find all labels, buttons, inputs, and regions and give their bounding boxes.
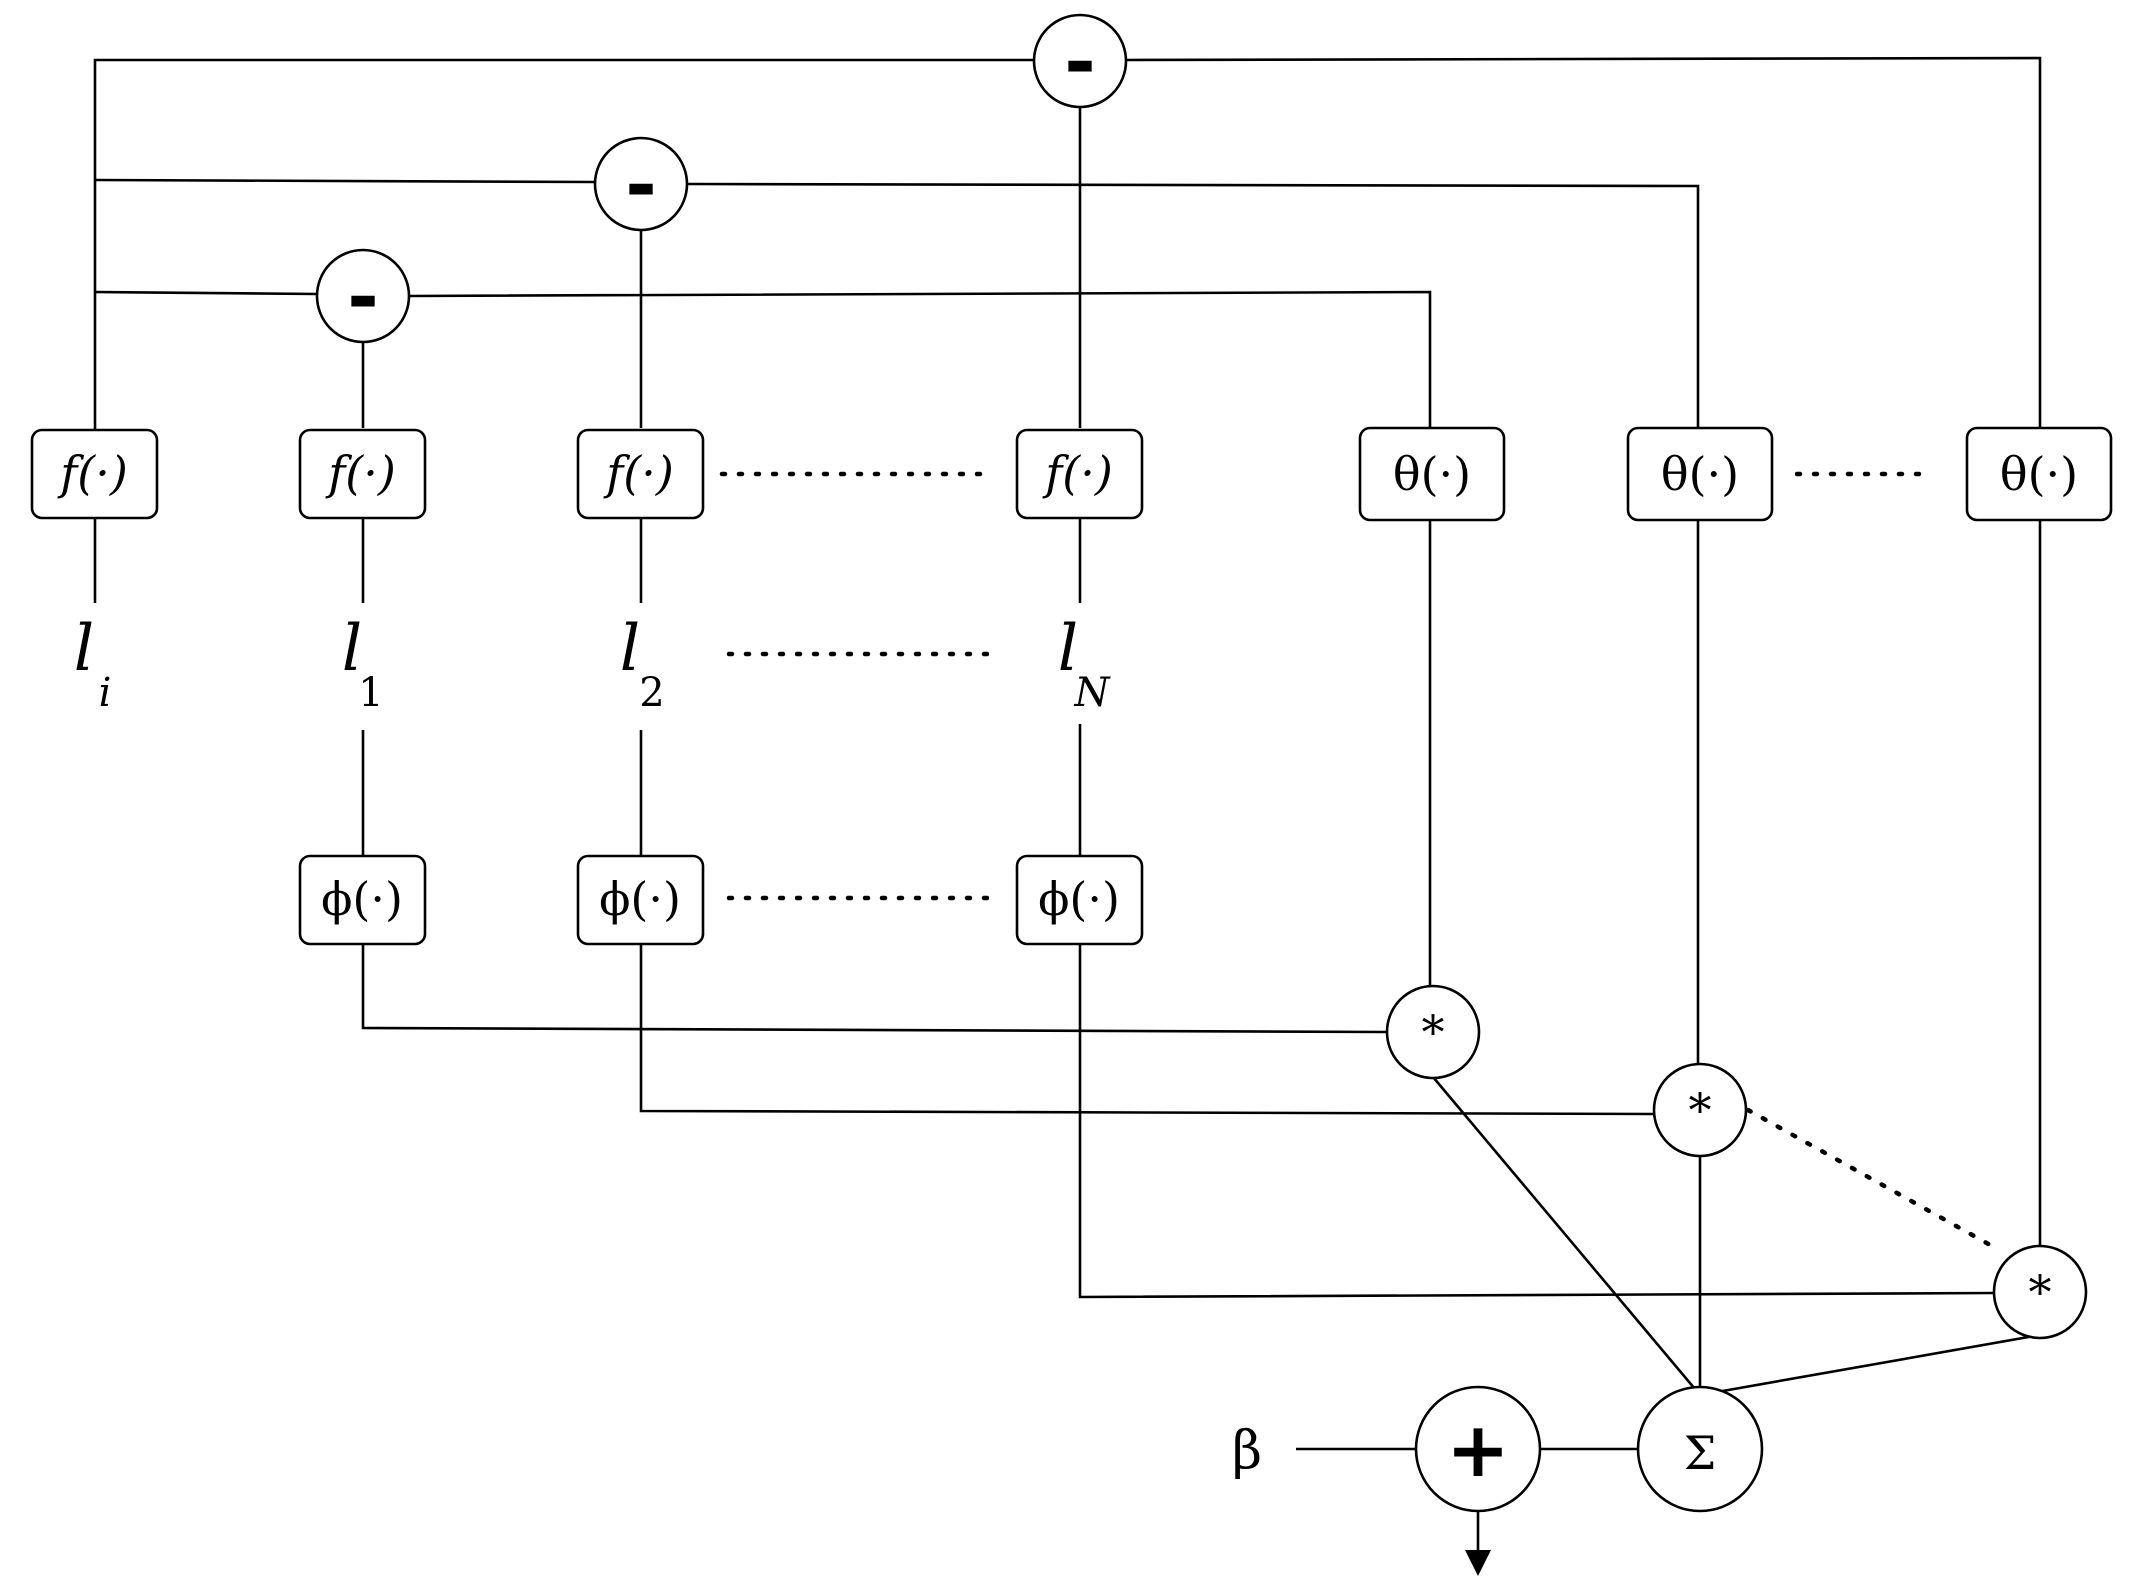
phi-box-1: ϕ(·): [298, 854, 427, 946]
f-box-i: f(·): [30, 428, 159, 520]
minus-label: -: [347, 252, 379, 341]
f-box-2: f(·): [576, 428, 705, 520]
input-symbol: l: [342, 612, 362, 686]
f-to-input-wires: [93, 518, 1082, 603]
multiply-node-n: *: [1992, 1244, 2088, 1340]
input-l-1: l 1: [342, 612, 384, 716]
f-label: f(·): [603, 446, 674, 500]
phi-label: ϕ(·): [599, 872, 681, 926]
f-label: f(·): [325, 446, 396, 500]
phi-box-n: ϕ(·): [1015, 854, 1144, 946]
phi-box-2: ϕ(·): [576, 854, 705, 946]
input-l-i: l i: [74, 612, 112, 716]
multiply-label: *: [2029, 1265, 2052, 1319]
multiply-label: *: [1689, 1083, 1712, 1137]
input-symbol: l: [1058, 612, 1078, 686]
continuation-dots: [719, 471, 1995, 1249]
sum-node: Σ: [1636, 1385, 1764, 1513]
subtract-node-middle: -: [593, 136, 689, 232]
input-symbol: l: [620, 612, 640, 686]
bias-label: β: [1232, 1421, 1262, 1481]
theta-box-1: θ(·): [1358, 426, 1506, 522]
minus-label: -: [625, 140, 657, 229]
f-label: f(·): [57, 446, 128, 500]
subtraction-wires: [93, 56, 2042, 430]
theta-label: θ(·): [1661, 447, 1739, 501]
multiply-label: *: [1422, 1005, 1445, 1059]
input-subscript: i: [99, 670, 112, 716]
minus-label: -: [1064, 17, 1096, 106]
theta-to-multiplier-wires: [1428, 520, 2042, 1250]
input-l-n: l N: [1058, 612, 1112, 716]
sum-label: Σ: [1684, 1426, 1717, 1480]
input-l-2: l 2: [620, 612, 665, 716]
f-box-1: f(·): [298, 428, 427, 520]
input-to-phi-wires: [361, 724, 1082, 856]
phi-label: ϕ(·): [1038, 872, 1120, 926]
plus-label: +: [1446, 1405, 1510, 1494]
theta-label: θ(·): [2000, 447, 2078, 501]
multiply-node-2: *: [1652, 1062, 1748, 1158]
multiplier-to-sum-wires: [1432, 1076, 2042, 1397]
input-symbol: l: [74, 612, 94, 686]
phi-label: ϕ(·): [321, 872, 403, 926]
subtract-node-outer: -: [1032, 13, 1128, 109]
phi-to-multiplier-wires: [361, 944, 1996, 1299]
f-box-n: f(·): [1015, 428, 1144, 520]
input-subscript: 1: [358, 670, 383, 716]
input-subscript: N: [1074, 670, 1112, 716]
theta-box-2: θ(·): [1626, 426, 1774, 522]
f-label: f(·): [1042, 446, 1113, 500]
subtract-node-inner: -: [315, 248, 411, 344]
theta-label: θ(·): [1393, 447, 1471, 501]
multiply-node-1: *: [1385, 984, 1481, 1080]
output-wires: [1296, 1447, 1637, 1576]
input-subscript: 2: [639, 670, 664, 716]
plus-node: +: [1414, 1385, 1542, 1513]
theta-box-n: θ(·): [1965, 426, 2113, 522]
